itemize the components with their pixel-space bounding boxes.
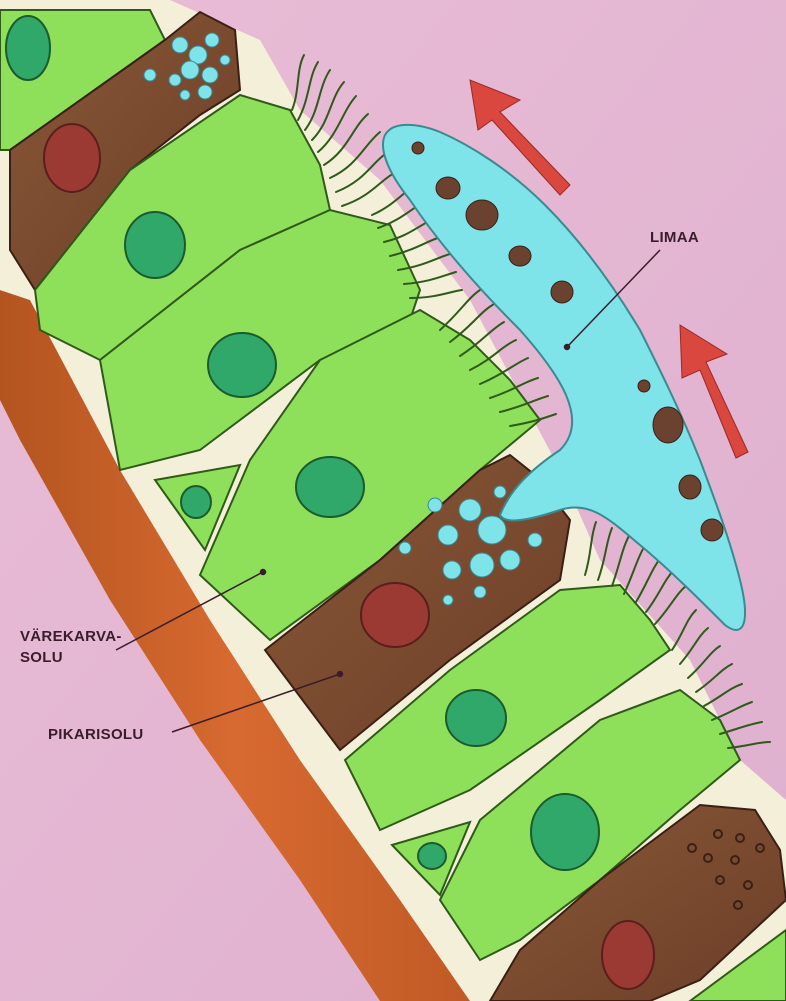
- nucleus: [531, 794, 599, 870]
- label-ciliated-cell-line1: VÄREKARVA-: [20, 628, 122, 645]
- label-mucus: LIMAA: [650, 229, 699, 246]
- nucleus: [6, 16, 50, 80]
- label-ciliated-cell-line2: SOLU: [20, 649, 63, 666]
- nucleus: [296, 457, 364, 517]
- nucleus: [208, 333, 276, 397]
- goblet-nucleus: [44, 124, 100, 192]
- nucleus: [181, 486, 211, 518]
- label-goblet-cell: PIKARISOLU: [48, 726, 144, 743]
- goblet-nucleus: [602, 921, 654, 989]
- nucleus: [418, 843, 446, 869]
- goblet-nucleus: [361, 583, 429, 647]
- nucleus: [125, 212, 185, 278]
- nucleus: [446, 690, 506, 746]
